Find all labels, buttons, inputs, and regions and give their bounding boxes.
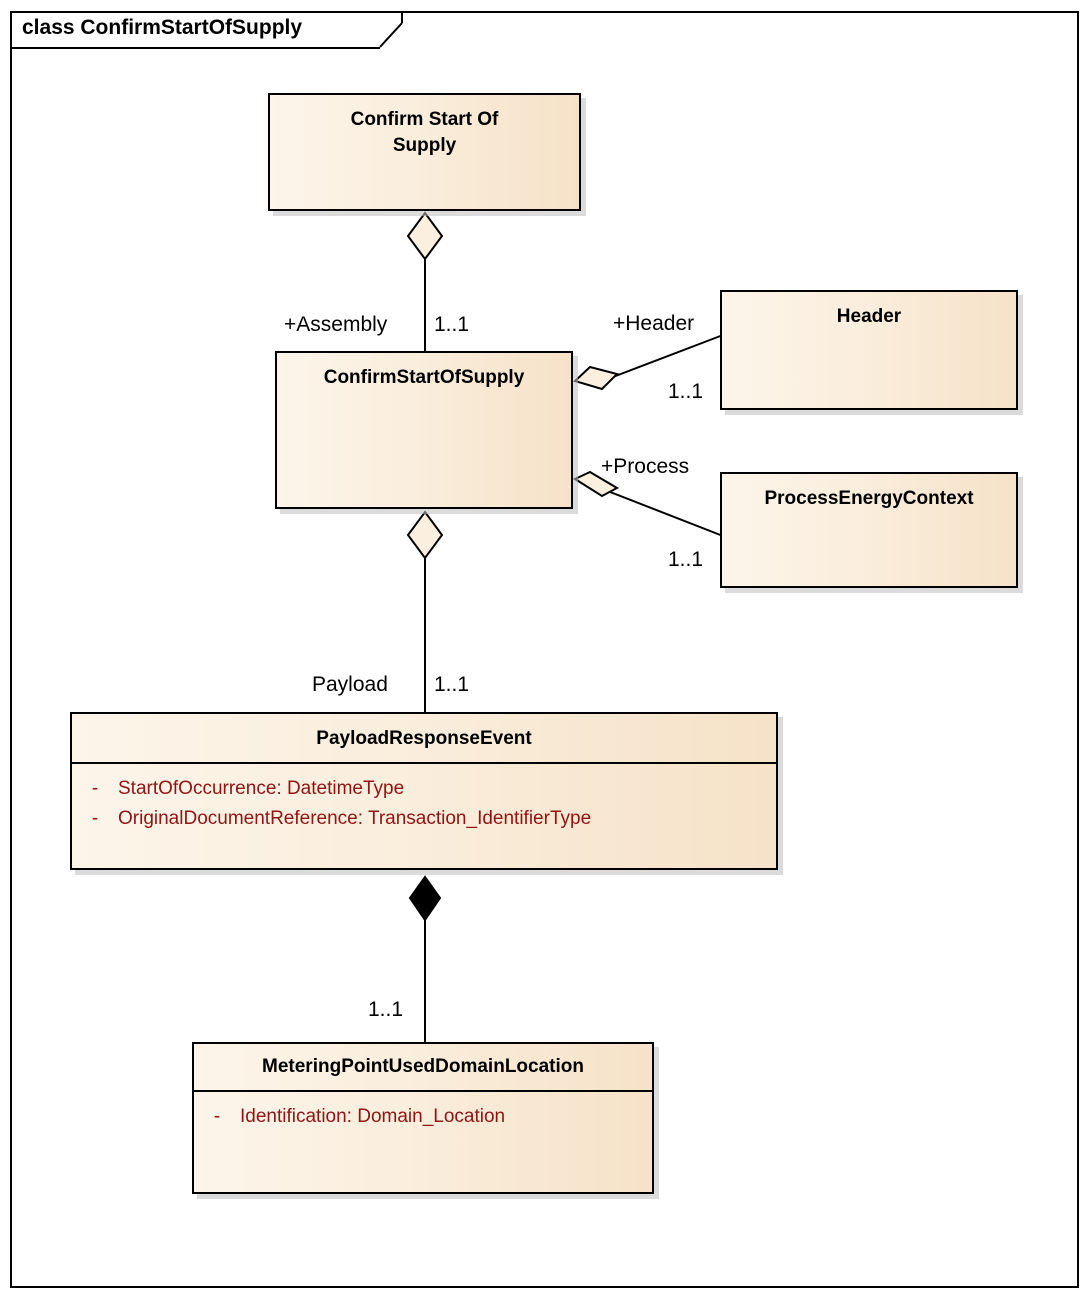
attribute-label: OriginalDocumentReference: Transaction_I… [118,808,592,829]
class-divider-metering-point-used-domain-location [194,1090,652,1092]
class-box-confirm-start-of-supply[interactable]: ConfirmStartOfSupply [275,351,573,509]
metering-point-connector-line [424,878,426,1044]
process-multiplicity-label: 1..1 [668,548,704,571]
class-box-metering-point-used-domain-location[interactable]: MeteringPointUsedDomainLocation - Identi… [192,1042,654,1194]
attribute-row: - StartOfOccurrence: DatetimeType [72,774,776,804]
class-title-confirm-start-of-supply-top: Confirm Start Of Supply [350,109,499,156]
attribute-visibility: - [91,808,99,829]
payload-role-label: Payload [312,673,388,696]
class-title-payload-response-event: PayloadResponseEvent [316,728,532,749]
attribute-row: - Identification: Domain_Location [194,1102,652,1132]
class-box-header[interactable]: Header [720,290,1018,410]
assembly-multiplicity-label: 1..1 [434,313,470,336]
attribute-label: StartOfOccurrence: DatetimeType [118,778,405,799]
diagram-frame-tab [10,11,402,49]
class-title-metering-point-used-domain-location: MeteringPointUsedDomainLocation [262,1056,584,1077]
attribute-visibility: - [213,1106,221,1127]
process-role-label: +Process [601,455,690,478]
attribute-visibility: - [91,778,99,799]
assembly-role-label: +Assembly [284,313,388,336]
class-box-process-energy-context[interactable]: ProcessEnergyContext [720,472,1018,588]
class-box-confirm-start-of-supply-top[interactable]: Confirm Start Of Supply [268,93,581,211]
class-attributes-metering-point-used-domain-location: - Identification: Domain_Location [194,1092,652,1132]
class-attributes-payload-response-event: - StartOfOccurrence: DatetimeType - Orig… [72,764,776,834]
payload-connector-line [424,512,426,712]
diagram-frame [10,11,1079,1288]
payload-multiplicity-label: 1..1 [434,673,470,696]
class-title-process-energy-context: ProcessEnergyContext [764,488,974,509]
diagram-frame-tab-underline [12,47,380,49]
attribute-row: - OriginalDocumentReference: Transaction… [72,804,776,834]
diagram-title: class ConfirmStartOfSupply [22,16,303,39]
class-divider-payload-response-event [72,762,776,764]
header-role-label: +Header [613,312,695,335]
assembly-connector-line [424,213,426,353]
class-title-confirm-start-of-supply: ConfirmStartOfSupply [323,367,525,388]
attribute-label: Identification: Domain_Location [240,1106,506,1127]
class-title-header: Header [836,306,902,327]
metering-point-multiplicity-label: 1..1 [368,998,404,1021]
class-box-payload-response-event[interactable]: PayloadResponseEvent - StartOfOccurrence… [70,712,778,870]
header-multiplicity-label: 1..1 [668,380,704,403]
